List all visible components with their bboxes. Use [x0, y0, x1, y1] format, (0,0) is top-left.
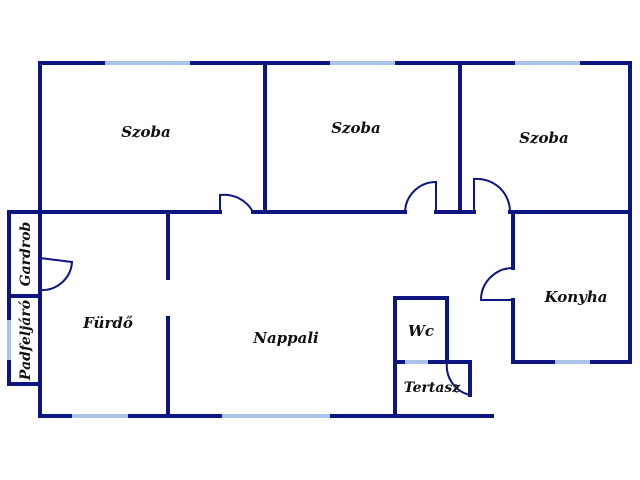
room-label-wc: Wc: [408, 322, 434, 340]
room-label-szoba-2: Szoba: [331, 119, 381, 137]
room-label-nappali: Nappali: [252, 329, 319, 347]
door-szoba-2-swing: [404, 180, 437, 213]
door-szoba-3-swing: [473, 177, 512, 213]
door-gardrob-swing: [39, 257, 74, 292]
room-label-tertasz: Tertasz: [404, 380, 462, 396]
door-tertasz-swing: [445, 361, 471, 397]
doors: [39, 177, 514, 397]
room-label-szoba-1: Szoba: [121, 123, 171, 141]
door-konyha-swing: [479, 267, 514, 301]
room-label-konyha: Konyha: [544, 288, 608, 306]
door-szoba-1-swing: [219, 193, 254, 213]
room-label-gardrob: Gardrob: [18, 221, 34, 286]
room-label-furdo: Fürdő: [82, 314, 133, 332]
room-label-szoba-3: Szoba: [519, 129, 569, 147]
room-label-padfeljaro: Padfeljáró: [18, 300, 34, 381]
windows: [7, 61, 590, 418]
